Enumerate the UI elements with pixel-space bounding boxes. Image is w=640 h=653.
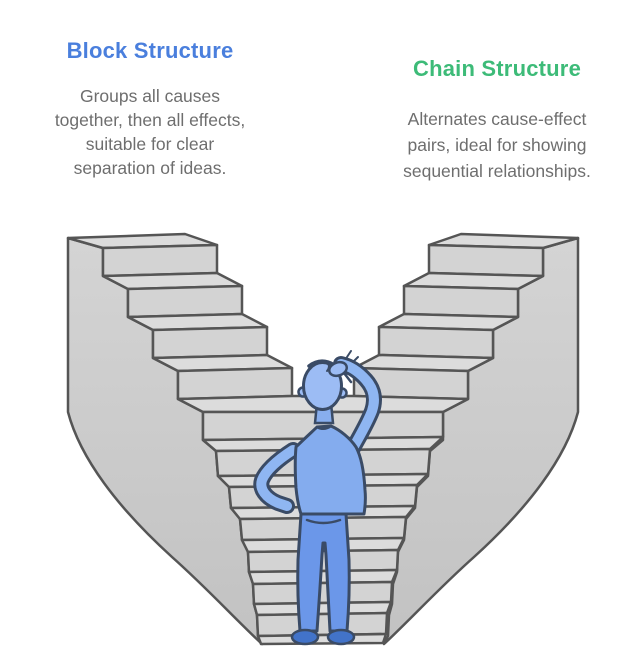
step-riser <box>101 243 219 278</box>
chain-structure-title: Chain Structure <box>412 56 582 81</box>
thinking-person <box>253 350 382 646</box>
step-riser <box>151 325 269 360</box>
cuff-line <box>342 371 353 384</box>
right-staircase-steps <box>352 232 580 401</box>
step-riser <box>251 580 394 606</box>
chain-structure-description: Alternates cause-effect pairs, ideal for… <box>372 106 622 184</box>
shoe-left <box>290 628 320 646</box>
right-staircase <box>352 232 580 646</box>
hair-tuft <box>326 361 330 372</box>
person-akimbo-arm <box>253 442 301 514</box>
scratch-mark <box>352 356 359 363</box>
step-riser <box>377 325 495 360</box>
paragraph-line: Alternates cause-effect <box>407 109 587 129</box>
step-riser <box>427 243 545 278</box>
paragraph-line: pairs, ideal for showing <box>407 135 587 155</box>
paragraph-line: suitable for clear <box>85 134 215 154</box>
person-raised-arm <box>333 356 382 458</box>
shoe-right <box>326 628 356 646</box>
left-staircase-steps <box>66 232 294 401</box>
block-structure-description: Groups all causes together, then all eff… <box>25 84 275 180</box>
block-structure-column: Block Structure Groups all causes togeth… <box>25 38 275 180</box>
step-tread <box>256 632 388 646</box>
pants <box>296 512 351 633</box>
paragraph-line: Groups all causes <box>79 86 221 106</box>
left-staircase <box>66 232 294 646</box>
paragraph-line: separation of ideas. <box>73 158 227 178</box>
arm-fill <box>336 359 379 455</box>
person-torso <box>293 424 367 516</box>
person-hand-on-head <box>328 360 348 378</box>
step-riser <box>176 366 294 401</box>
step-riser <box>255 611 389 638</box>
step-riser <box>126 284 244 319</box>
block-structure-title: Block Structure <box>66 38 234 63</box>
scratch-mark <box>346 350 352 358</box>
arm-fill <box>256 445 298 511</box>
step-riser <box>402 284 520 319</box>
waistband-line <box>305 518 342 525</box>
person-legs <box>296 512 351 633</box>
chain-structure-column: Chain Structure Alternates cause-effect … <box>372 56 622 184</box>
paragraph-line: together, then all effects, <box>54 110 246 130</box>
paragraph-line: sequential relationships. <box>403 161 591 181</box>
collar-line <box>315 424 333 430</box>
